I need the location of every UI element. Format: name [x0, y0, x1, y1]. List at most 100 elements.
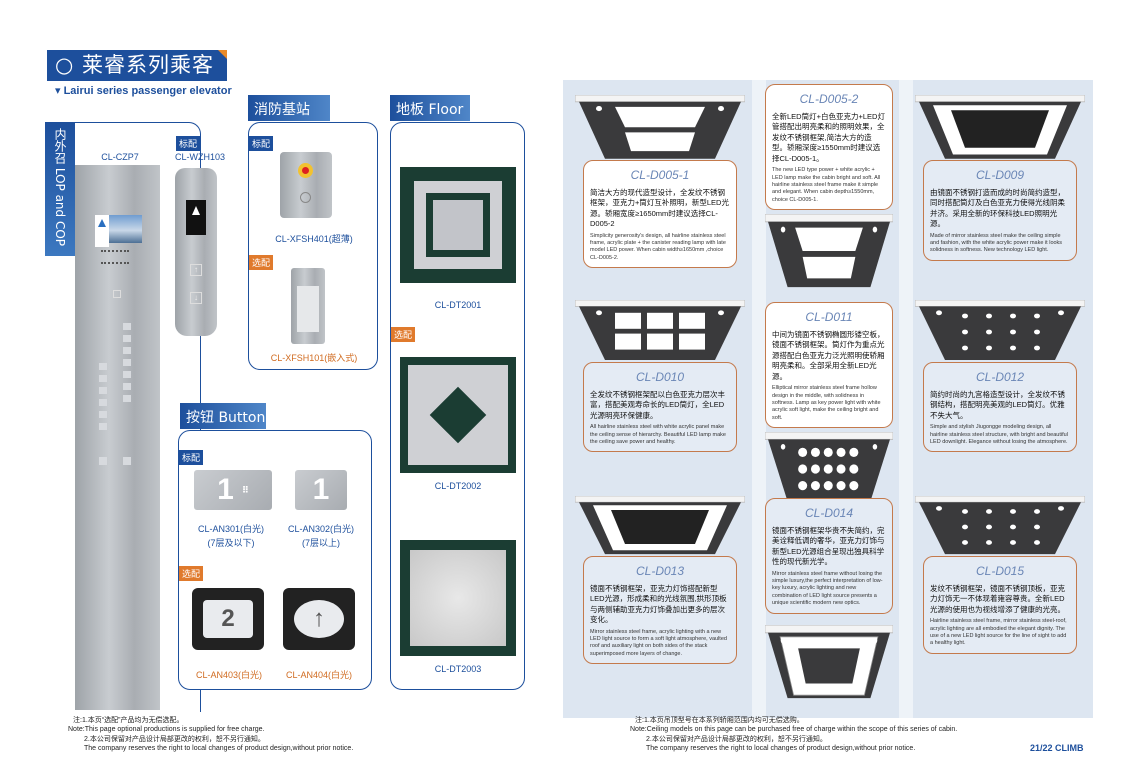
note-2: 2.本公司保留对产品设计局部更改的权利，恕不另行通知。 — [84, 735, 265, 743]
lop-cop-tab: 内外召 LOP and COP — [45, 122, 75, 256]
model-cl-czp7: CL-CZP7 — [101, 152, 139, 162]
braille-icon: ⠿ — [241, 484, 249, 495]
button-glyph: 1 — [312, 473, 330, 506]
button-an404-image: ↑ — [283, 588, 355, 650]
model-note: (7层以上) — [302, 538, 340, 548]
fire-switch-embedded-image — [291, 268, 325, 344]
floor-section-tab: 地板 Floor — [390, 95, 470, 121]
ceiling-image — [914, 94, 1086, 168]
button-glyph: 2 — [202, 599, 254, 639]
standard-tag: 标配 — [249, 136, 274, 151]
lop-panel-image: ↑ ↓ — [175, 168, 217, 336]
call-down-button[interactable]: ↓ — [190, 292, 202, 304]
ceiling-desc-cn: 简约时尚的九宫格造型设计，全发纹不锈钢结构，搭配明亮美观的LED筒灯。优雅不失大… — [930, 389, 1065, 420]
display-screen-image — [109, 215, 142, 243]
ceiling-desc-en: Hairline stainless steel frame, mirror s… — [930, 618, 1067, 647]
floor-dt2001-image — [400, 167, 516, 283]
model-cl-an404: CL-AN404(白光) — [285, 670, 352, 680]
page-title: ○ 莱睿系列乘客电梯 — [47, 50, 227, 108]
button-section-box — [178, 430, 372, 690]
ceiling-model: CL-D013 — [635, 564, 685, 578]
ceiling-model: CL-D014 — [804, 506, 854, 520]
glass-panel-icon — [297, 286, 319, 332]
ceiling-model: CL-D009 — [975, 168, 1025, 182]
ceiling-desc-en: Made of mirror stainless steel make the … — [930, 232, 1063, 254]
ceiling-image — [574, 299, 746, 369]
button-an403-image: 2 — [192, 588, 264, 650]
cop-door-buttons[interactable] — [99, 457, 131, 465]
ceiling-image — [914, 299, 1086, 369]
ceiling-desc-cn: 由镜面不锈钢打造而成的时尚简约造型，同时搭配筒灯及白色亚克力使得光线阴柔并济。采… — [930, 187, 1065, 229]
optional-tag: 选配 — [391, 327, 416, 342]
ceiling-card: CL-D009 由镜面不锈钢打造而成的时尚简约造型，同时搭配筒灯及白色亚克力使得光… — [923, 160, 1077, 261]
optional-tag: 选配 — [179, 566, 204, 581]
fire-button-icon — [298, 163, 313, 178]
ceiling-desc-en: All hairline stainless steel with white … — [590, 424, 726, 445]
ceiling-model: CL-D011 — [805, 310, 853, 324]
page-subtitle: ▾ Lairui series passenger elevator — [55, 85, 232, 97]
ceiling-image — [574, 94, 746, 168]
note-1: 注:1.本页“选配”产品均为无偿选配。 — [73, 717, 184, 724]
ceiling-model: CL-D010 — [635, 370, 685, 384]
footer-notes-right: 注:1.本页吊顶型号在本系列轿厢范围内均可无偿选购。 Note:Ceiling … — [630, 716, 957, 754]
model-note: (7层及以下) — [207, 538, 255, 548]
ceiling-card: CL-D011 中间为镜面不锈钢椭圆形镂空板，镜面不锈钢框架。筒灯作为重点光源搭配… — [765, 302, 893, 429]
ceiling-desc-cn: 镜面不锈钢框架，亚克力灯饰搭配新型LED光源，形成柔和的光线氛围,拱形顶板与两侧… — [590, 583, 727, 625]
button-glyph: 1 — [217, 473, 234, 506]
note-2: 2.本公司保留对产品设计局部更改的权利，恕不另行通知。 — [646, 735, 827, 743]
ceiling-desc-en: The new LED type power + white acrylic +… — [772, 167, 881, 203]
floor-indicator-icon — [95, 215, 109, 247]
ceiling-card: CL-D013 镜面不锈钢框架，亚克力灯饰搭配新型LED光源，形成柔和的光线氛围,… — [583, 556, 737, 665]
ceiling-card: CL-D014 镜面不锈钢框架华贵不失简约，完美诠释低调的奢华，亚克力灯饰与新型L… — [765, 498, 893, 614]
ceiling-card: CL-D010 全发纹不锈钢框架配以白色亚克力层次丰富，搭配美观寿命长的LED筒灯… — [583, 362, 737, 453]
button-an301-image: 1⠿ — [194, 470, 272, 510]
ceiling-desc-cn: 发纹不锈钢框架，镜面不锈钢顶板，亚克力灯饰无一不体现着雍容尊贵。全新LED光源的… — [930, 583, 1065, 614]
ceiling-image — [914, 495, 1086, 563]
ceiling-desc-cn: 简洁大方的现代造型设计，全发纹不锈钢框架，亚克力+筒灯互补照明，新型LED光源。… — [590, 187, 729, 229]
ceiling-model: CL-D012 — [975, 370, 1025, 384]
ceiling-desc-cn: 镜面不锈钢框架华贵不失简约，完美诠释低调的奢华，亚克力灯饰与新型LED光源组合呈… — [772, 525, 885, 567]
ceiling-image — [574, 495, 746, 563]
standard-tag: 标配 — [176, 136, 201, 151]
model-cl-an301: CL-AN301(白光) — [197, 524, 264, 534]
ceiling-desc-cn: 全发纹不锈钢框架配以白色亚克力层次丰富，搭配美观寿命长的LED筒灯，全LED光源… — [590, 389, 725, 420]
cop-panel-image — [75, 165, 160, 710]
fire-switch-image — [280, 152, 332, 218]
note-2-en: The company reserves the right to local … — [84, 745, 354, 753]
standard-tag: 标配 — [179, 450, 204, 465]
cop-floor-buttons-right[interactable] — [123, 323, 131, 403]
floor-dt2002-image — [400, 357, 516, 473]
ceiling-image — [764, 213, 894, 297]
optional-tag: 选配 — [249, 255, 274, 270]
lop-display-icon — [186, 200, 206, 235]
column-divider — [752, 80, 766, 718]
floor-dt2003-image — [400, 540, 516, 656]
ceiling-desc-en: Mirror stainless steel frame without los… — [772, 570, 883, 607]
cop-floor-buttons-left[interactable] — [99, 363, 107, 431]
button-section-tab: 按钮 Button — [180, 403, 266, 429]
model-cl-xfsh101: CL-XFSH101(嵌入式) — [270, 353, 358, 363]
ceiling-desc-en: Simple and stylish Jiugongge modeling de… — [930, 424, 1068, 445]
cop-braille-icon — [101, 250, 129, 264]
ceiling-desc-cn: 中间为镜面不锈钢椭圆形镂空板，镜面不锈钢框架。筒灯作为重点光源搭配白色亚克力泛光… — [772, 329, 885, 381]
ceiling-desc-en: Elliptical mirror stainless steel frame … — [772, 385, 881, 421]
cop-phone-button[interactable] — [113, 290, 121, 298]
key-switch-icon — [300, 192, 311, 203]
page-number: 21/22 CLIMB — [1030, 743, 1084, 753]
call-up-button[interactable]: ↑ — [190, 264, 202, 276]
model-cl-dt2003: CL-DT2003 — [434, 664, 482, 674]
ceiling-desc-en: Mirror stainless steel frame, acrylic li… — [590, 628, 727, 657]
fire-section-tab: 消防基站 — [248, 95, 330, 121]
arrow-up-icon: ↑ — [293, 599, 345, 639]
model-cl-an403: CL-AN403(白光) — [195, 670, 262, 680]
note-1-en: Note:Ceiling models on this page can be … — [630, 726, 958, 734]
model-cl-dt2002: CL-DT2002 — [434, 481, 482, 491]
note-2-en: The company reserves the right to local … — [646, 745, 916, 753]
model-cl-dt2001: CL-DT2001 — [434, 300, 482, 310]
model-cl-an302: CL-AN302(白光) — [287, 524, 354, 534]
ceiling-model: CL-D005-2 — [799, 92, 859, 106]
note-1-en: Note:This page optional productions is s… — [68, 726, 265, 734]
